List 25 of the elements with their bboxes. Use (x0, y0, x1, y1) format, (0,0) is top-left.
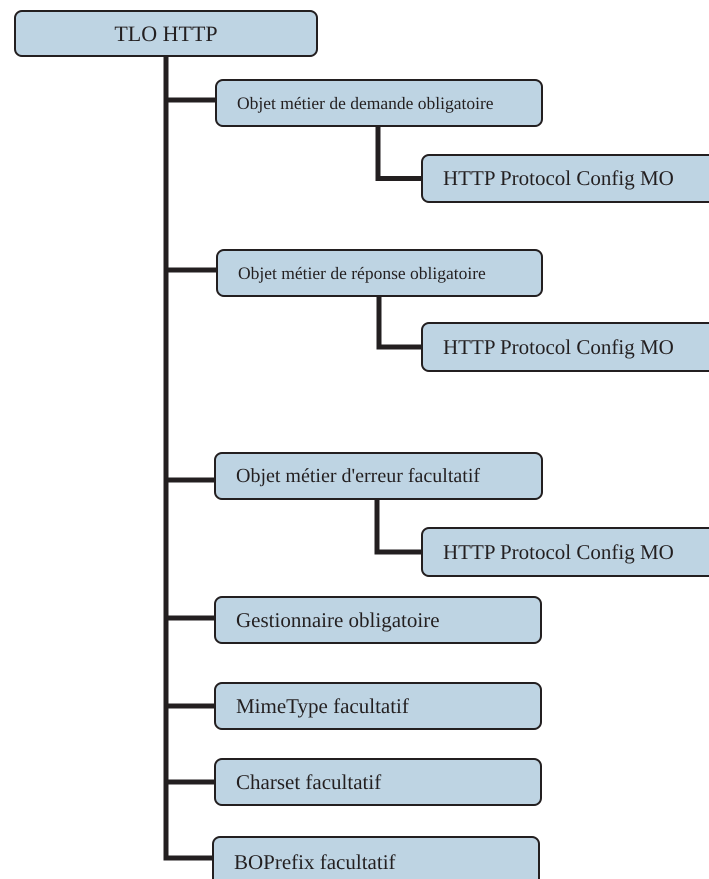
node-box (215, 79, 543, 127)
node-label: Charset facultatif (235, 770, 382, 794)
node-label: MimeType facultatif (235, 694, 409, 718)
node-label: TLO HTTP (114, 20, 218, 46)
node-label: Objet métier de réponse obligatoire (237, 262, 486, 284)
node-box (421, 322, 709, 372)
connector-line (374, 500, 421, 554)
node-label: Gestionnaire obligatoire (235, 608, 440, 632)
node-label: BOPrefix facultatif (233, 850, 396, 874)
node-box (421, 527, 709, 577)
node-box (214, 452, 543, 500)
connector-line (376, 127, 421, 181)
connector-line (376, 297, 421, 350)
node-box (214, 682, 542, 730)
node-label: HTTP Protocol Config MO (442, 540, 674, 564)
node-box (216, 249, 543, 297)
node-box (421, 154, 709, 203)
node-box (212, 836, 540, 879)
node-box (14, 10, 318, 57)
node-box (214, 596, 542, 644)
node-label: HTTP Protocol Config MO (442, 334, 674, 360)
node-box (214, 758, 542, 806)
node-label: HTTP Protocol Config MO (442, 166, 674, 191)
node-label: Objet métier de demande obligatoire (236, 92, 494, 114)
node-label: Objet métier d'erreur facultatif (235, 464, 480, 488)
